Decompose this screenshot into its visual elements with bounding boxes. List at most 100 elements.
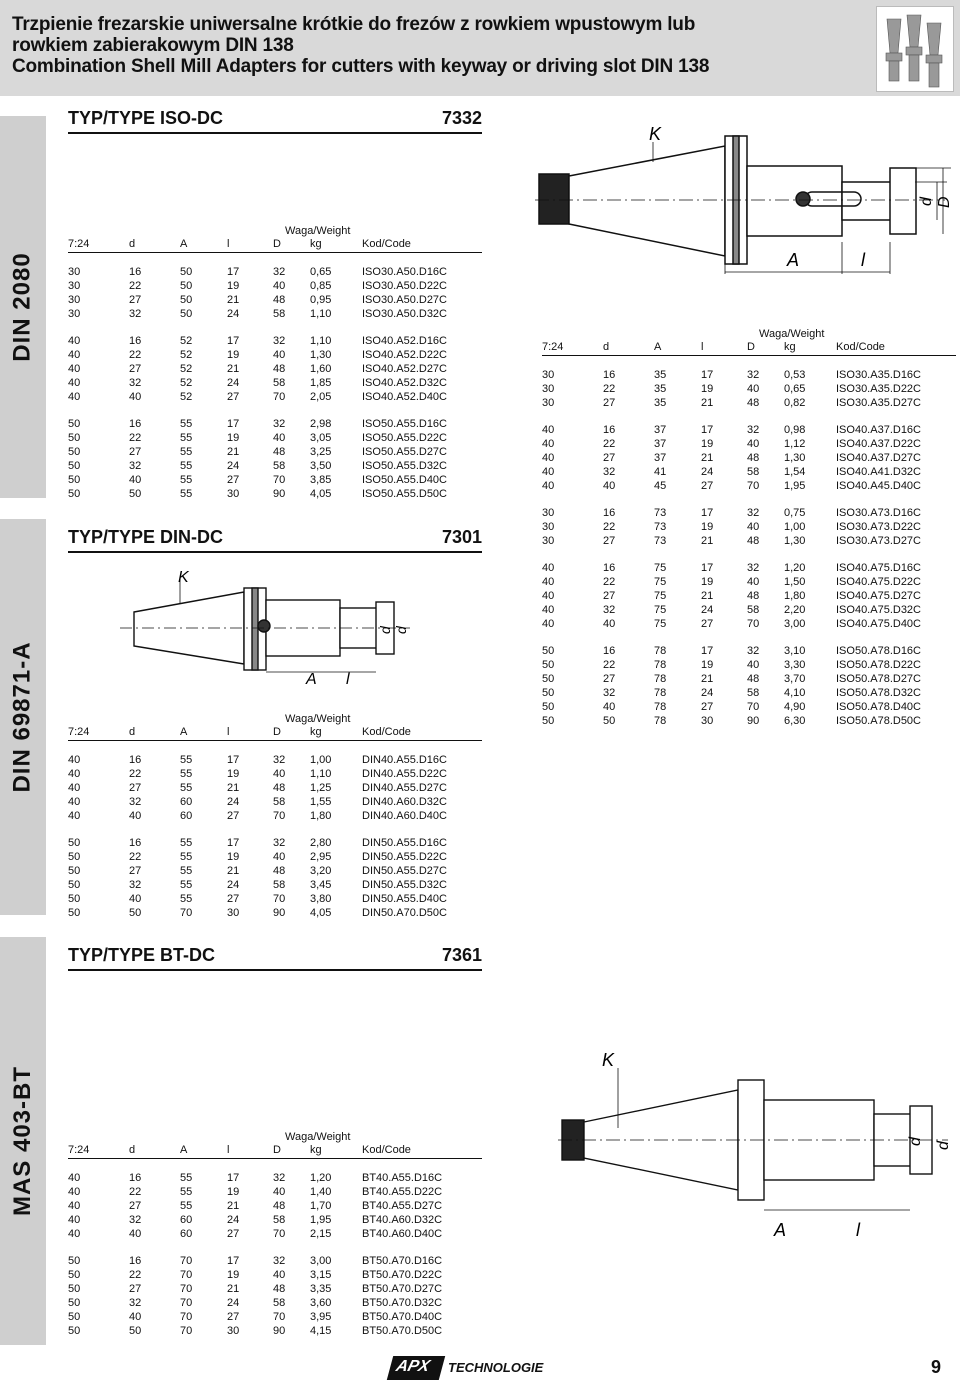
table-cell: 48 [747, 452, 760, 464]
table-cell: 70 [273, 810, 286, 822]
table-cell: 22 [129, 432, 142, 444]
table-cell: 75 [654, 562, 667, 574]
fig-label-k: K [649, 124, 662, 144]
table-cell: 21 [701, 590, 714, 602]
table-cell: DIN50.A55.D27C [362, 865, 447, 877]
table-cell: 27 [603, 673, 616, 685]
table-cell: ISO40.A52.D40C [362, 391, 447, 403]
table-cell: ISO50.A55.D22C [362, 432, 447, 444]
table-cell: 37 [654, 438, 667, 450]
table-cell: 30 [68, 280, 81, 292]
table-cell: 32 [747, 562, 760, 574]
table-cell: 50 [68, 418, 81, 430]
table-cell: 21 [227, 1200, 240, 1212]
table-cell: 2,20 [784, 604, 806, 616]
table-cell: 40 [68, 1186, 81, 1198]
table-cell: 40 [129, 893, 142, 905]
table-cell: 35 [654, 383, 667, 395]
table-cell: 50 [68, 1311, 81, 1323]
table-cell: 1,30 [784, 535, 806, 547]
table-cell: 30 [542, 535, 555, 547]
table-cell: 40 [68, 1172, 81, 1184]
table-cell: ISO40.A52.D32C [362, 377, 447, 389]
table-cell: 58 [747, 687, 760, 699]
table-cell: 50 [129, 907, 142, 919]
table-cell: 16 [129, 1255, 142, 1267]
table-cell: 27 [129, 1200, 142, 1212]
table-cell: 30 [701, 715, 714, 727]
table-cell: 78 [654, 701, 667, 713]
table-cell: 27 [227, 1228, 240, 1240]
table-cell: 48 [273, 1283, 286, 1295]
table-cell: 50 [68, 851, 81, 863]
table-cell: 48 [273, 1200, 286, 1212]
table-cell: ISO40.A52.D22C [362, 349, 447, 361]
table-cell: 40 [747, 521, 760, 533]
table-cell: 55 [180, 851, 193, 863]
side-label-mas403: MAS 403-BT [9, 1065, 36, 1217]
table-cell: 40 [68, 810, 81, 822]
type-code: 7332 [441, 108, 482, 128]
table-cell: 32 [273, 335, 286, 347]
table-cell: 16 [603, 369, 616, 381]
table-cell: 24 [227, 796, 240, 808]
table-cell: 55 [180, 837, 193, 849]
table-cell: 50 [68, 837, 81, 849]
table-cell: 40 [68, 391, 81, 403]
table-cell: ISO50.A78.D27C [836, 673, 921, 685]
table-cell: 70 [273, 1311, 286, 1323]
table-cell: 50 [603, 715, 616, 727]
table-cell: 50 [68, 879, 81, 891]
table-cell: DIN40.A60.D40C [362, 810, 447, 822]
table-cell: 27 [603, 397, 616, 409]
table-cell: BT40.A60.D32C [362, 1214, 443, 1226]
table-cell: 30 [68, 308, 81, 320]
table-cell: 55 [180, 460, 193, 472]
table-cell: ISO50.A55.D27C [362, 446, 447, 458]
table-cell: 40 [129, 810, 142, 822]
column-header: D [273, 1144, 281, 1156]
table-cell: 50 [542, 659, 555, 671]
table-cell: 3,50 [310, 460, 332, 472]
table-cell: 21 [227, 782, 240, 794]
table-cell: 0,75 [784, 507, 806, 519]
table-cell: ISO40.A37.D27C [836, 452, 921, 464]
table-cell: 50 [68, 460, 81, 472]
table-cell: 60 [180, 1214, 193, 1226]
brand-mark: APX [386, 1356, 446, 1380]
table-cell: 55 [180, 893, 193, 905]
table-cell: 45 [654, 480, 667, 492]
table-cell: 24 [701, 604, 714, 616]
table-cell: 40 [273, 851, 286, 863]
column-header: A [654, 341, 662, 353]
table-cell: 27 [227, 810, 240, 822]
type-label: TYP/TYPE ISO-DC [68, 108, 224, 128]
table-cell: 3,20 [310, 865, 332, 877]
table-cell: ISO40.A37.D16C [836, 424, 921, 436]
table-cell: 24 [227, 377, 240, 389]
table-cell: 27 [129, 446, 142, 458]
table-cell: 0,95 [310, 294, 332, 306]
table-cell: 90 [747, 715, 760, 727]
table-cell: 6,30 [784, 715, 806, 727]
table-cell: 40 [68, 1200, 81, 1212]
table-cell: 40 [747, 383, 760, 395]
table-cell: 3,10 [784, 645, 806, 657]
table-cell: 1,00 [784, 521, 806, 533]
